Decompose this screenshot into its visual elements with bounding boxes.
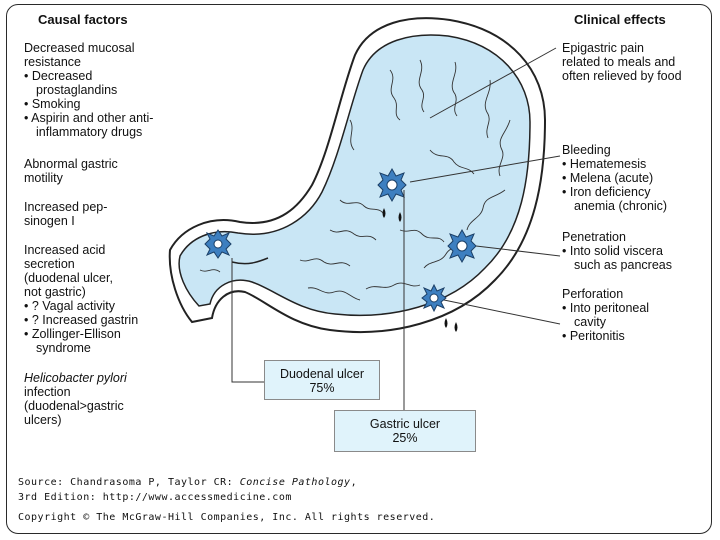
ulcer-upper bbox=[377, 167, 407, 203]
ulcer-penetration bbox=[447, 228, 477, 264]
causal-pepsinogen: Increased pep- sinogen I bbox=[24, 200, 108, 228]
causal-mucosal-resistance: Decreased mucosal resistance • Decreased… bbox=[24, 41, 154, 139]
ulcer-perforation bbox=[421, 283, 447, 313]
blood-drops bbox=[382, 208, 458, 332]
ulcer-duodenal bbox=[204, 229, 232, 259]
gastric-ulcer-box: Gastric ulcer 25% bbox=[334, 410, 476, 452]
causal-factors-heading: Causal factors bbox=[38, 12, 128, 27]
effect-perforation: Perforation • Into peritoneal cavity • P… bbox=[562, 287, 650, 343]
effect-bleeding: Bleeding • Hematemesis • Melena (acute) … bbox=[562, 143, 668, 213]
causal-acid-secretion: Increased acid secretion (duodenal ulcer… bbox=[24, 243, 139, 355]
copyright-notice: Copyright © The McGraw-Hill Companies, I… bbox=[18, 512, 436, 523]
effect-penetration: Penetration • Into solid viscera such as… bbox=[562, 230, 672, 272]
gastric-rugae bbox=[199, 59, 511, 301]
source-citation: Source: Chandrasoma P, Taylor CR: Concis… bbox=[18, 477, 358, 503]
causal-gastric-motility: Abnormal gastric motility bbox=[24, 157, 118, 185]
stomach-mucosa bbox=[178, 34, 531, 317]
ulcer-lesions bbox=[204, 167, 477, 313]
clinical-effects-heading: Clinical effects bbox=[574, 12, 666, 27]
leader-lines bbox=[231, 47, 561, 410]
causal-h-pylori: Helicobacter pylori infection (duodenal>… bbox=[24, 371, 127, 427]
duodenal-ulcer-box: Duodenal ulcer 75% bbox=[264, 360, 380, 400]
slide-frame bbox=[6, 4, 712, 534]
effect-epigastric-pain: Epigastric pain related to meals and oft… bbox=[562, 41, 682, 83]
